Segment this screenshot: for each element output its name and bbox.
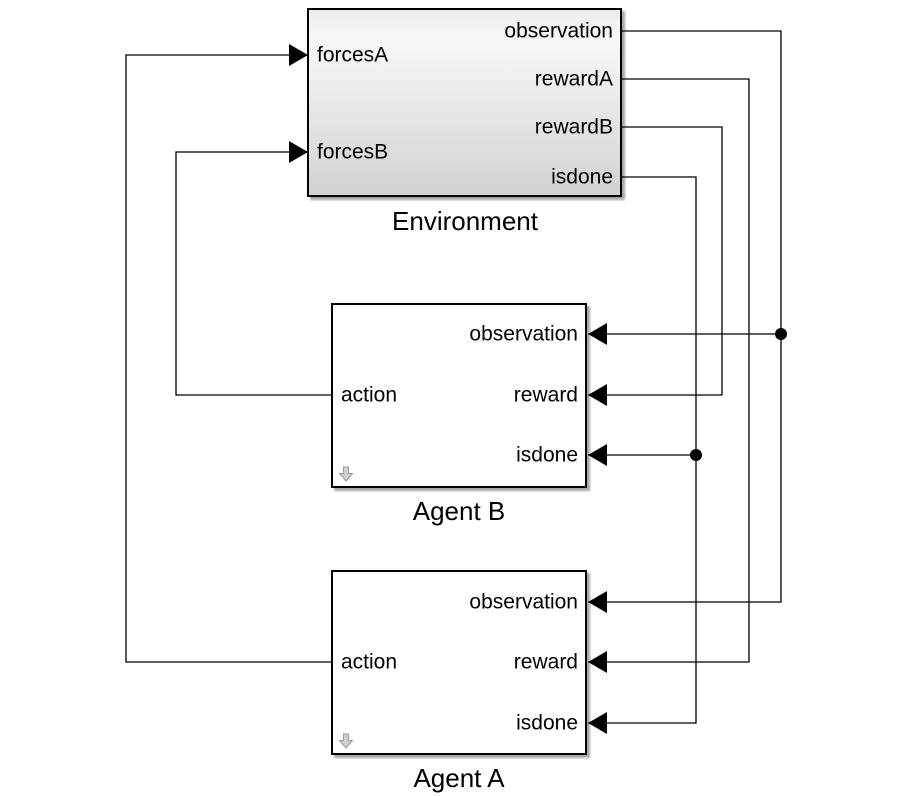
agent-a-block-name: Agent A — [413, 763, 505, 793]
wire-agentA-action-to-forcesA[interactable] — [125, 54, 331, 663]
input-port-arrowhead-icon — [588, 591, 607, 613]
agent-a-block[interactable]: action observation reward isdone — [331, 570, 587, 755]
agent-a-port-action: action — [341, 650, 398, 674]
agent-b-port-reward: reward — [513, 383, 578, 407]
input-port-arrowhead-icon — [588, 323, 607, 345]
env-port-observation: observation — [504, 19, 613, 43]
open-subsystem-arrow-icon[interactable] — [338, 466, 354, 482]
input-port-arrowhead-icon — [289, 141, 308, 163]
input-port-arrowhead-icon — [588, 651, 607, 673]
env-port-rewardB: rewardB — [534, 115, 613, 139]
agent-b-port-observation: observation — [469, 322, 578, 346]
input-port-arrowhead-icon — [588, 444, 607, 466]
env-port-forcesB: forcesB — [317, 140, 389, 164]
agent-a-port-observation: observation — [469, 590, 578, 614]
agent-a-port-isdone: isdone — [516, 711, 578, 735]
open-subsystem-arrow-icon[interactable] — [338, 733, 354, 749]
agent-a-port-reward: reward — [513, 650, 578, 674]
env-port-forcesA: forcesA — [317, 43, 389, 67]
input-port-arrowhead-icon — [289, 44, 308, 66]
agent-b-port-isdone: isdone — [516, 443, 578, 467]
env-port-isdone: isdone — [551, 165, 613, 189]
wire-junction-dot — [775, 328, 787, 340]
agent-b-port-action: action — [341, 383, 398, 407]
environment-block-name: Environment — [392, 206, 538, 236]
env-port-rewardA: rewardA — [534, 67, 613, 91]
agent-b-block[interactable]: action observation reward isdone — [331, 303, 587, 488]
agent-b-block-name: Agent B — [412, 496, 506, 526]
wire-isdone-to-agentA[interactable] — [588, 176, 697, 724]
environment-block[interactable]: forcesA forcesB observation rewardA rewa… — [307, 8, 622, 197]
input-port-arrowhead-icon — [588, 384, 607, 406]
input-port-arrowhead-icon — [588, 712, 607, 734]
wire-junction-dot — [690, 449, 702, 461]
